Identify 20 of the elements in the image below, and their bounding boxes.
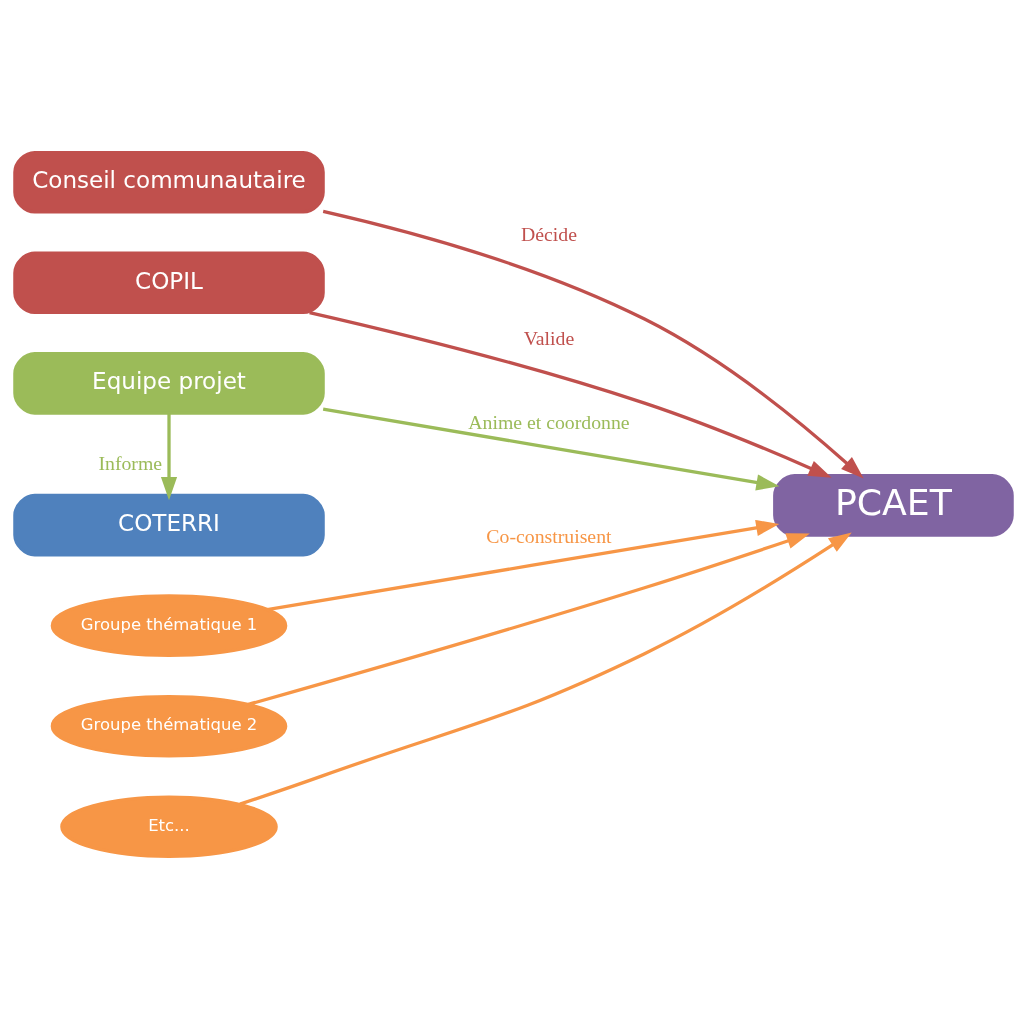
arrow [160, 413, 178, 501]
arrow [322, 209, 864, 479]
node-box: PCAET [773, 474, 1014, 537]
edge-label: Anime et coordonne [468, 410, 630, 433]
node-ellipse: Groupe thématique 2 [50, 694, 288, 758]
edge-label: Valide [523, 326, 575, 349]
arrow [322, 407, 780, 491]
node-ellipse: Etc... [60, 795, 278, 859]
arrow [309, 310, 832, 478]
edge-label: Décide [520, 222, 577, 245]
arrow [266, 519, 780, 612]
node-box: Equipe projet [13, 352, 325, 415]
node-box: Conseil communautaire [13, 150, 325, 214]
edge-label: Co-construisent [486, 524, 612, 547]
arrow [248, 533, 810, 706]
node-ellipse: Groupe thématique 1 [50, 594, 288, 657]
node-box: COTERRI [13, 493, 325, 557]
node-box: COPIL [13, 251, 325, 315]
arrow [239, 532, 852, 806]
edge-label: Informe [98, 452, 163, 475]
